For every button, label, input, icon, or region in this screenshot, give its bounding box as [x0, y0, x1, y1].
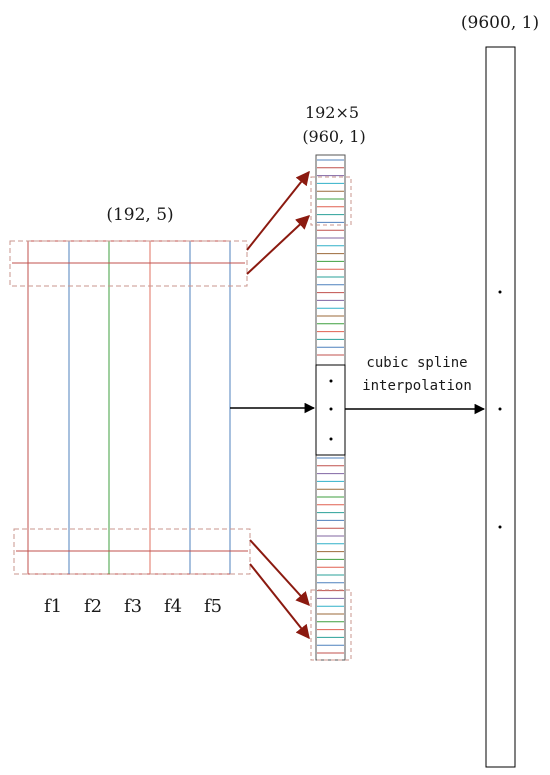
feature-label-f1: f1	[44, 596, 62, 617]
bottom-row-highlight	[13, 528, 251, 575]
feature-columns	[27, 241, 231, 574]
arrow-bottom-row-1	[249, 539, 310, 607]
feature-matrix	[9, 240, 251, 575]
stacked-vector	[310, 154, 352, 661]
feature-label-f5: f5	[204, 596, 222, 617]
arrow-top-row-2	[246, 215, 311, 275]
stacked-top-highlight	[310, 176, 352, 226]
stacked-stripes-top	[317, 159, 344, 356]
stacked-bottom-highlight	[310, 589, 352, 661]
top-row-highlight	[9, 240, 248, 287]
stacked-dims-label: 192×5	[305, 103, 359, 122]
arrow-top-row-1	[246, 170, 310, 251]
output-dot-1	[498, 290, 502, 294]
feature-label-f3: f3	[124, 596, 142, 617]
feature-label-f2: f2	[84, 596, 102, 617]
output-dot-3	[498, 525, 502, 529]
method-label-line2: interpolation	[362, 378, 472, 394]
feature-label-f4: f4	[164, 596, 182, 617]
arrow-bottom-row-2	[249, 563, 310, 640]
method-label-line1: cubic spline	[366, 355, 467, 371]
output-vector	[485, 46, 516, 768]
output-dot-2	[498, 407, 502, 411]
output-shape-label: (9600, 1)	[461, 13, 539, 33]
matrix-shape-label: (192, 5)	[106, 205, 173, 225]
stacked-shape-label: (960, 1)	[302, 127, 365, 146]
ellipsis-dot-1	[329, 379, 333, 383]
output-vector-outline	[485, 46, 516, 768]
stacked-stripes-bottom	[317, 457, 344, 654]
matrix-outline	[27, 240, 231, 575]
ellipsis-dot-3	[329, 437, 333, 441]
ellipsis-dot-2	[329, 407, 333, 411]
